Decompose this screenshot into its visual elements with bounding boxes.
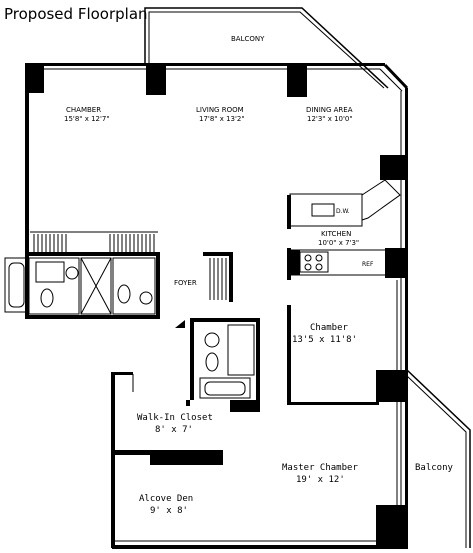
kitchen-dimensions: 10'0" x 7'3" [318,239,359,247]
chamber1-name: CHAMBER [66,106,101,114]
balcony-top [144,7,389,89]
dishwasher-label: D.W. [336,208,350,215]
balcony-side-label: Balcony [415,463,454,473]
master-chamber-name: Master Chamber [282,463,358,473]
chamber1-dimensions: 15'8" x 12'7" [64,115,110,123]
page-title: Proposed Floorplan [4,5,148,23]
interior-walls [25,195,471,548]
bathroom-2-fixtures [199,324,255,399]
dining-area-name: DINING AREA [306,106,353,114]
structural-columns [25,63,406,545]
foyer-label: FOYER [174,279,197,287]
bathroom-1-fixtures [4,257,156,315]
balcony-top-label: BALCONY [231,35,265,43]
living-room-dimensions: 17'8" x 13'2" [199,115,245,123]
living-room-name: LIVING ROOM [196,106,244,114]
refrigerator-label: REF [362,261,374,268]
chamber2-dimensions: 13'5 x 11'8' [292,335,357,345]
dining-area-dimensions: 12'3" x 10'0" [307,115,353,123]
alcove-den-name: Alcove Den [139,494,193,504]
kitchen-name: KITCHEN [321,230,351,238]
chamber2-name: Chamber [310,323,349,333]
alcove-den-dimensions: 9' x 8' [150,506,188,516]
walk-in-closet-name: Walk-In Closet [137,413,213,423]
exterior-walls [25,63,409,549]
kitchen-fixtures [289,179,405,278]
master-chamber-dimensions: 19' x 12' [296,475,345,485]
walk-in-closet-dimensions: 8' x 7' [155,425,193,435]
